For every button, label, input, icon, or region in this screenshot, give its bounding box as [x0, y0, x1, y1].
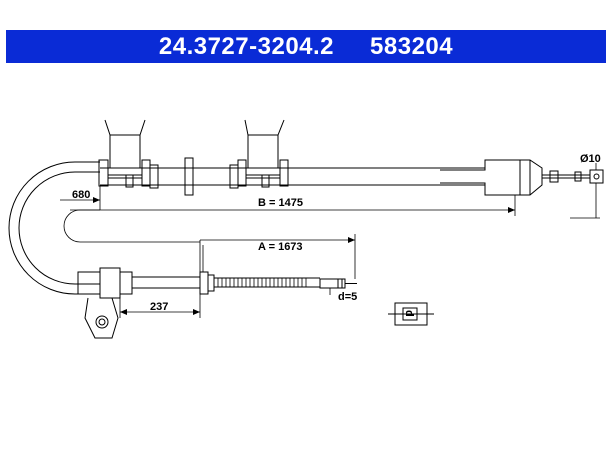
right-bracket	[237, 119, 289, 188]
right-end-fitting	[440, 159, 604, 196]
title-bar: 24.3727-3204.2 583204	[6, 30, 606, 63]
middle-clamp	[149, 157, 239, 196]
dimension-680: 680	[72, 189, 90, 201]
dimension-diameter: Ø10	[580, 153, 601, 165]
lower-cable-section	[77, 267, 357, 299]
dimension-d: d=5	[338, 291, 357, 303]
dimension-237: 237	[150, 301, 168, 313]
arrowheads	[93, 197, 515, 315]
left-bracket	[98, 119, 151, 188]
symbol-box	[388, 302, 434, 326]
symbol-letter: d	[403, 310, 415, 317]
cable-spring	[217, 278, 307, 287]
reference-number: 583204	[370, 32, 454, 60]
dimension-b: B = 1475	[258, 197, 303, 209]
loop-reference-lines	[63, 209, 200, 243]
upper-cable-housing	[100, 167, 485, 186]
dimension-lines	[60, 163, 600, 318]
part-number: 24.3727-3204.2	[158, 32, 335, 60]
eyelet-bracket	[84, 297, 119, 339]
cable-loop	[8, 161, 100, 295]
dimension-a: A = 1673	[258, 241, 303, 253]
